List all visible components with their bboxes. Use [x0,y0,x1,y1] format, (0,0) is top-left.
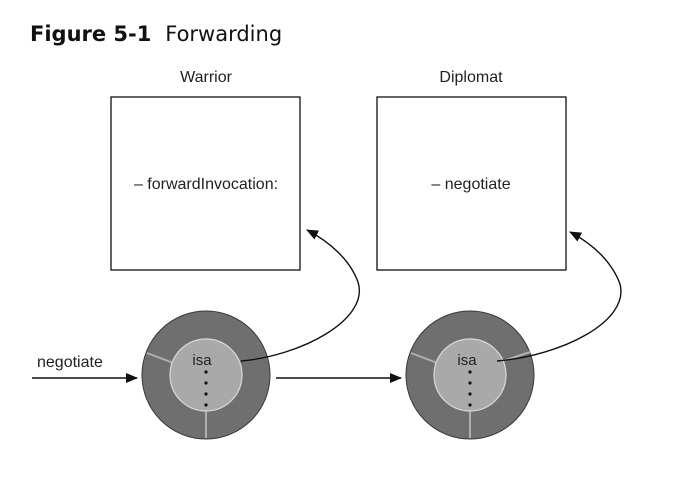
figure-caption: Forwarding [165,22,283,46]
warrior-class-box [110,96,301,271]
warrior-object: isa [141,310,271,440]
diplomat-class-name: Diplomat [439,69,503,86]
warrior-class-name: Warrior [180,69,233,86]
figure-number: Figure 5-1 [30,22,152,46]
ellipsis-icon [468,370,472,407]
object-isa-core [169,338,243,412]
warrior-isa-arrow-icon [240,229,361,362]
warrior-class: Warrior – forwardInvocation: [110,69,301,271]
object-isa-core [433,338,507,412]
diplomat-isa-arrow-icon [496,231,622,362]
figure-title: Figure 5-1 Forwarding [30,22,282,47]
warrior-method-label: – forwardInvocation: [134,176,278,193]
diplomat-class: Diplomat – negotiate [376,69,567,271]
message-label: negotiate [37,354,103,371]
diplomat-isa-label: isa [457,352,477,369]
diplomat-method-label: – negotiate [431,176,510,193]
diplomat-class-box [376,96,567,271]
ellipsis-icon [204,370,208,407]
warrior-isa-label: isa [192,352,212,369]
diplomat-object: isa [405,310,535,440]
